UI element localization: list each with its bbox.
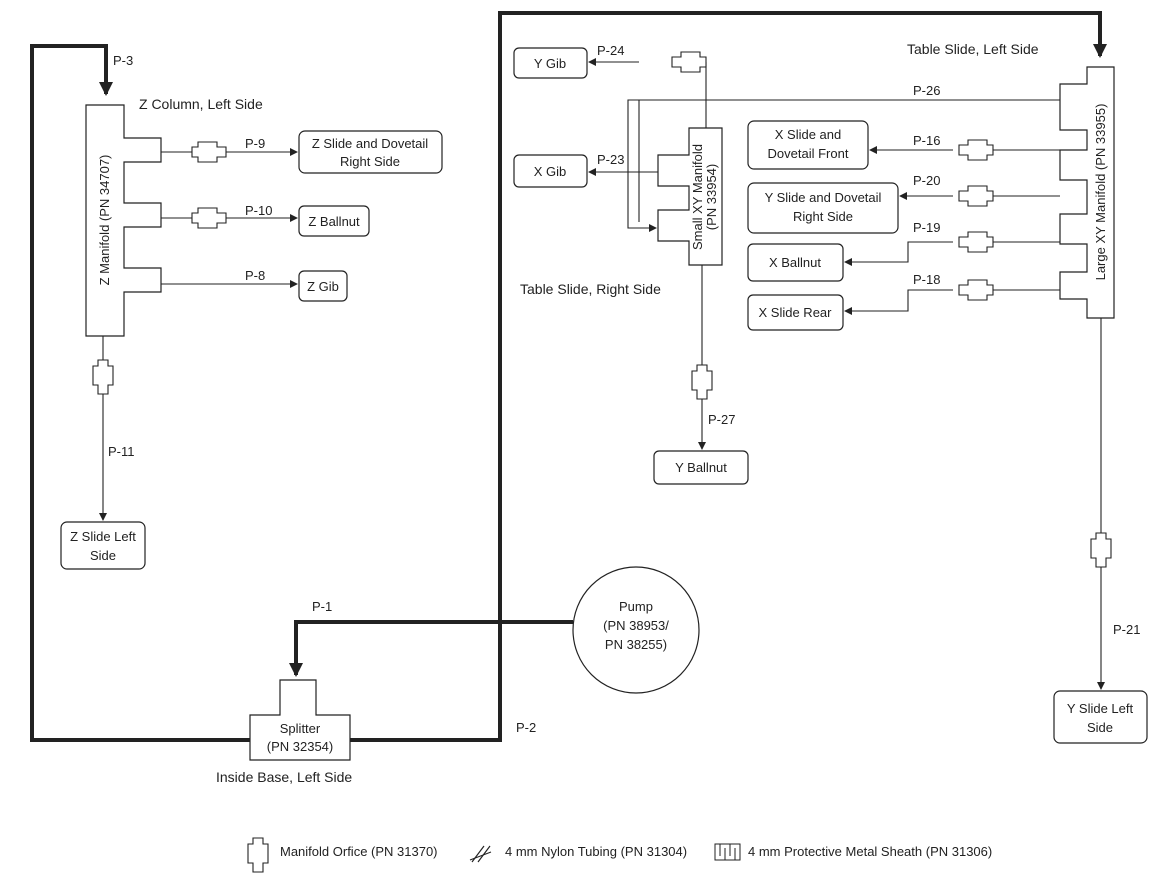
z-slide-left-line1: Z Slide Left [70, 529, 136, 544]
label-p9: P-9 [245, 136, 265, 151]
y-slide-left-box [1053, 690, 1148, 744]
orifice-icon [191, 207, 227, 229]
legend-sheath-label: 4 mm Protective Metal Sheath (PN 31306) [748, 844, 992, 859]
y-gib-label: Y Gib [534, 56, 566, 71]
y-slide-left-line1: Y Slide Left [1067, 701, 1134, 716]
orifice-icon [247, 837, 269, 873]
area-table-right: Table Slide, Right Side [520, 281, 661, 297]
z-slide-left-line2: Side [90, 548, 116, 563]
pump-line1: Pump [619, 599, 653, 614]
y-slide-dovetail-line2: Right Side [793, 209, 853, 224]
small-xy-manifold-line2: (PN 33954) [704, 164, 719, 230]
x-slide-dovetail-box [747, 120, 869, 170]
line-p2 [350, 11, 1107, 742]
x-ballnut-box [747, 243, 844, 282]
label-p27: P-27 [708, 412, 735, 427]
label-p23: P-23 [597, 152, 624, 167]
label-p10: P-10 [245, 203, 272, 218]
tubing-icon [469, 845, 492, 863]
orifice-icon [191, 141, 227, 163]
orifice-icon [958, 279, 994, 301]
z-slide-dovetail-line1: Z Slide and Dovetail [312, 136, 428, 151]
small-xy-manifold [657, 127, 723, 266]
large-xy-manifold [1059, 66, 1115, 319]
area-table-left: Table Slide, Left Side [907, 41, 1039, 57]
x-slide-rear-label: X Slide Rear [759, 305, 833, 320]
label-p8: P-8 [245, 268, 265, 283]
metal-sheath-icon [714, 843, 741, 861]
splitter-box [249, 679, 351, 761]
z-manifold-label: Z Manifold (PN 34707) [97, 155, 112, 286]
orifice-icon [691, 364, 713, 400]
orifice-icon [958, 231, 994, 253]
large-xy-manifold-label: Large XY Manifold (PN 33955) [1093, 104, 1108, 281]
line-p26 [627, 99, 1060, 232]
orifice-icon [92, 359, 114, 395]
orifice-icon [958, 185, 994, 207]
orifice-icon [1090, 532, 1112, 568]
orifice-icon [958, 139, 994, 161]
line-p1 [289, 620, 573, 677]
legend-tubing-label: 4 mm Nylon Tubing (PN 31304) [505, 844, 687, 859]
y-ballnut-box [653, 450, 749, 485]
z-manifold [85, 104, 162, 337]
splitter-line2: (PN 32354) [267, 739, 333, 754]
small-xy-manifold-line1: Small XY Manifold [690, 144, 705, 250]
pump-circle [572, 566, 700, 694]
pump-line3: PN 38255) [605, 637, 667, 652]
z-ballnut-box [298, 205, 370, 237]
label-p3: P-3 [113, 53, 133, 68]
area-inside-base: Inside Base, Left Side [216, 769, 352, 785]
y-slide-dovetail-line1: Y Slide and Dovetail [765, 190, 882, 205]
label-p18: P-18 [913, 272, 940, 287]
x-gib-label: X Gib [534, 164, 567, 179]
label-p1: P-1 [312, 599, 332, 614]
area-z-column: Z Column, Left Side [139, 96, 263, 112]
x-gib-box [513, 154, 588, 188]
line-p3 [30, 44, 250, 742]
legend-orifice-label: Manifold Orfice (PN 31370) [280, 844, 438, 859]
z-ballnut-label: Z Ballnut [308, 214, 360, 229]
z-gib-box [298, 270, 348, 302]
splitter-line1: Splitter [280, 721, 321, 736]
z-slide-left-box [60, 521, 146, 570]
z-gib-label: Z Gib [307, 279, 339, 294]
legend: Manifold Orfice (PN 31370) 4 mm Nylon Tu… [247, 837, 992, 873]
x-ballnut-label: X Ballnut [769, 255, 821, 270]
label-p21: P-21 [1113, 622, 1140, 637]
y-gib-box [513, 47, 588, 79]
x-slide-dovetail-line2: Dovetail Front [768, 146, 849, 161]
x-slide-rear-box [747, 294, 844, 331]
line-p18 [844, 289, 953, 315]
pump-line2: (PN 38953/ [603, 618, 669, 633]
y-slide-left-line2: Side [1087, 720, 1113, 735]
label-p24: P-24 [597, 43, 624, 58]
z-slide-dovetail-line2: Right Side [340, 154, 400, 169]
y-ballnut-label: Y Ballnut [675, 460, 727, 475]
z-slide-dovetail-box [298, 130, 443, 174]
y-slide-dovetail-box [747, 182, 899, 234]
orifice-icon [671, 51, 707, 73]
line-p19 [844, 241, 953, 266]
x-slide-dovetail-line1: X Slide and [775, 127, 842, 142]
label-p26: P-26 [913, 83, 940, 98]
label-p20: P-20 [913, 173, 940, 188]
label-p11: P-11 [108, 444, 135, 459]
label-p2: P-2 [516, 720, 536, 735]
label-p19: P-19 [913, 220, 940, 235]
label-p16: P-16 [913, 133, 940, 148]
